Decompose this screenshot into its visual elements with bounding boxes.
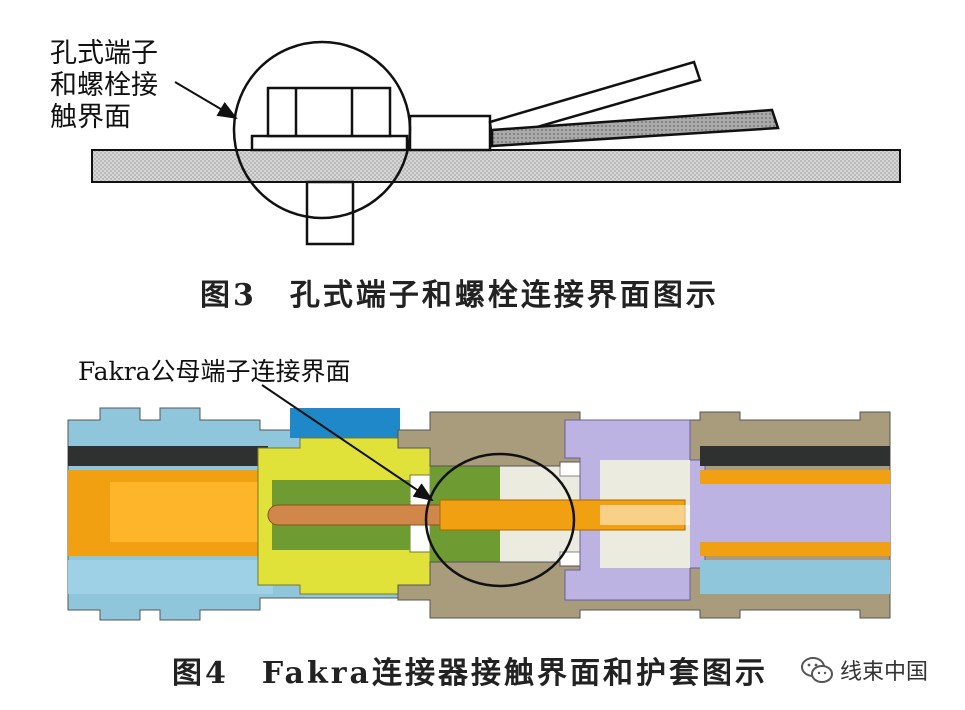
callout-line: 孔式端子 xyxy=(50,38,158,69)
figure3-caption: 图3 孔式端子和螺栓连接界面图示 xyxy=(200,278,719,313)
callout-arrow xyxy=(174,81,238,120)
bolt-shank xyxy=(305,180,355,246)
figure4-caption: 图4 Fakra连接器接触界面和护套图示 xyxy=(172,656,769,691)
terminal-crimp xyxy=(408,114,492,152)
contact-interface-circle-fakra xyxy=(424,452,576,588)
callout-line: 触界面 xyxy=(50,102,131,133)
bolt-head xyxy=(266,86,392,138)
watermark-text: 线束中国 xyxy=(840,660,929,685)
figure3-callout: 孔式端子 和螺栓接 触界面 xyxy=(50,38,158,134)
fakra-callout-arrow xyxy=(261,384,434,502)
terminal-ring xyxy=(250,134,409,152)
left-latch xyxy=(290,408,400,438)
figure3-diagram xyxy=(91,40,901,246)
right-dark-band xyxy=(700,446,890,466)
left-dark-band xyxy=(68,446,268,466)
wire-lower xyxy=(490,108,780,148)
figure4-diagram xyxy=(67,384,891,621)
contact-interface-circle xyxy=(232,40,412,220)
figure4-callout: Fakra公母端子连接界面 xyxy=(78,357,351,386)
wechat-icon xyxy=(801,657,833,683)
callout-line: 和螺栓接 xyxy=(50,70,158,101)
base-plate xyxy=(91,149,901,183)
watermark: 线束中国 xyxy=(800,650,928,690)
